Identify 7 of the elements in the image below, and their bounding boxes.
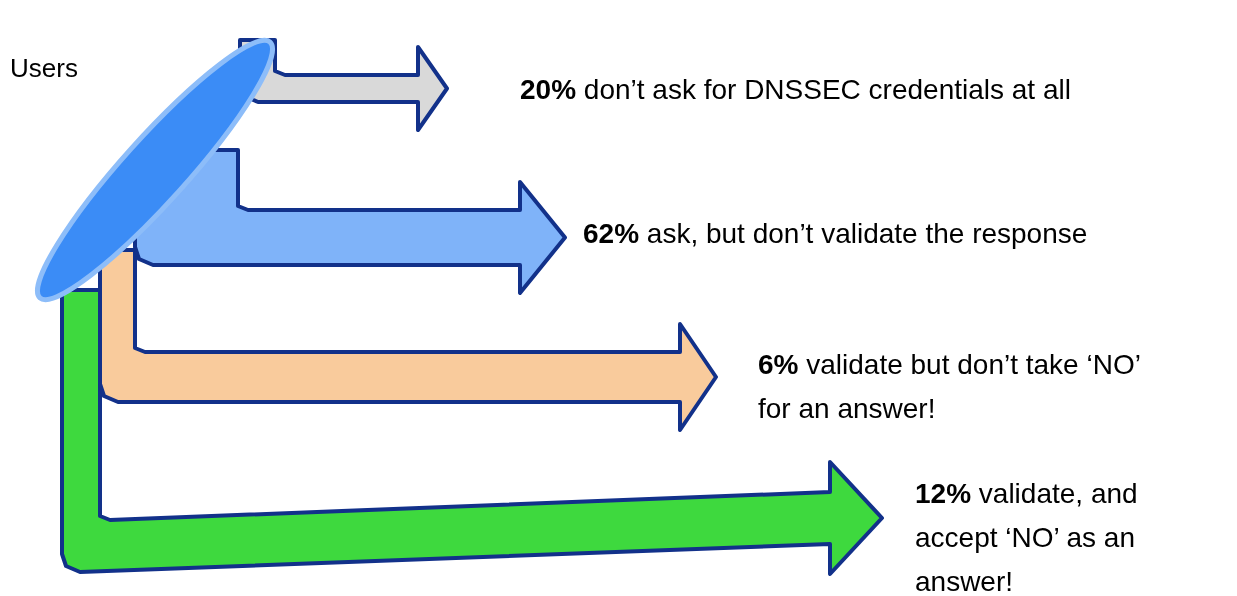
outcome-label: 20% don’t ask for DNSSEC credentials at all	[520, 73, 1072, 107]
source-label: Users	[10, 52, 78, 85]
flow-arrow	[60, 288, 884, 576]
outcome-label: 12% validate, and accept ‘NO’ as an answer!	[915, 477, 1139, 596]
outcome-label: 62% ask, but don’t validate the response	[583, 217, 1089, 251]
flow-arrow	[98, 248, 718, 432]
outcome-label: 6% validate but don’t take ‘NO’ for an answer!	[758, 348, 1141, 426]
